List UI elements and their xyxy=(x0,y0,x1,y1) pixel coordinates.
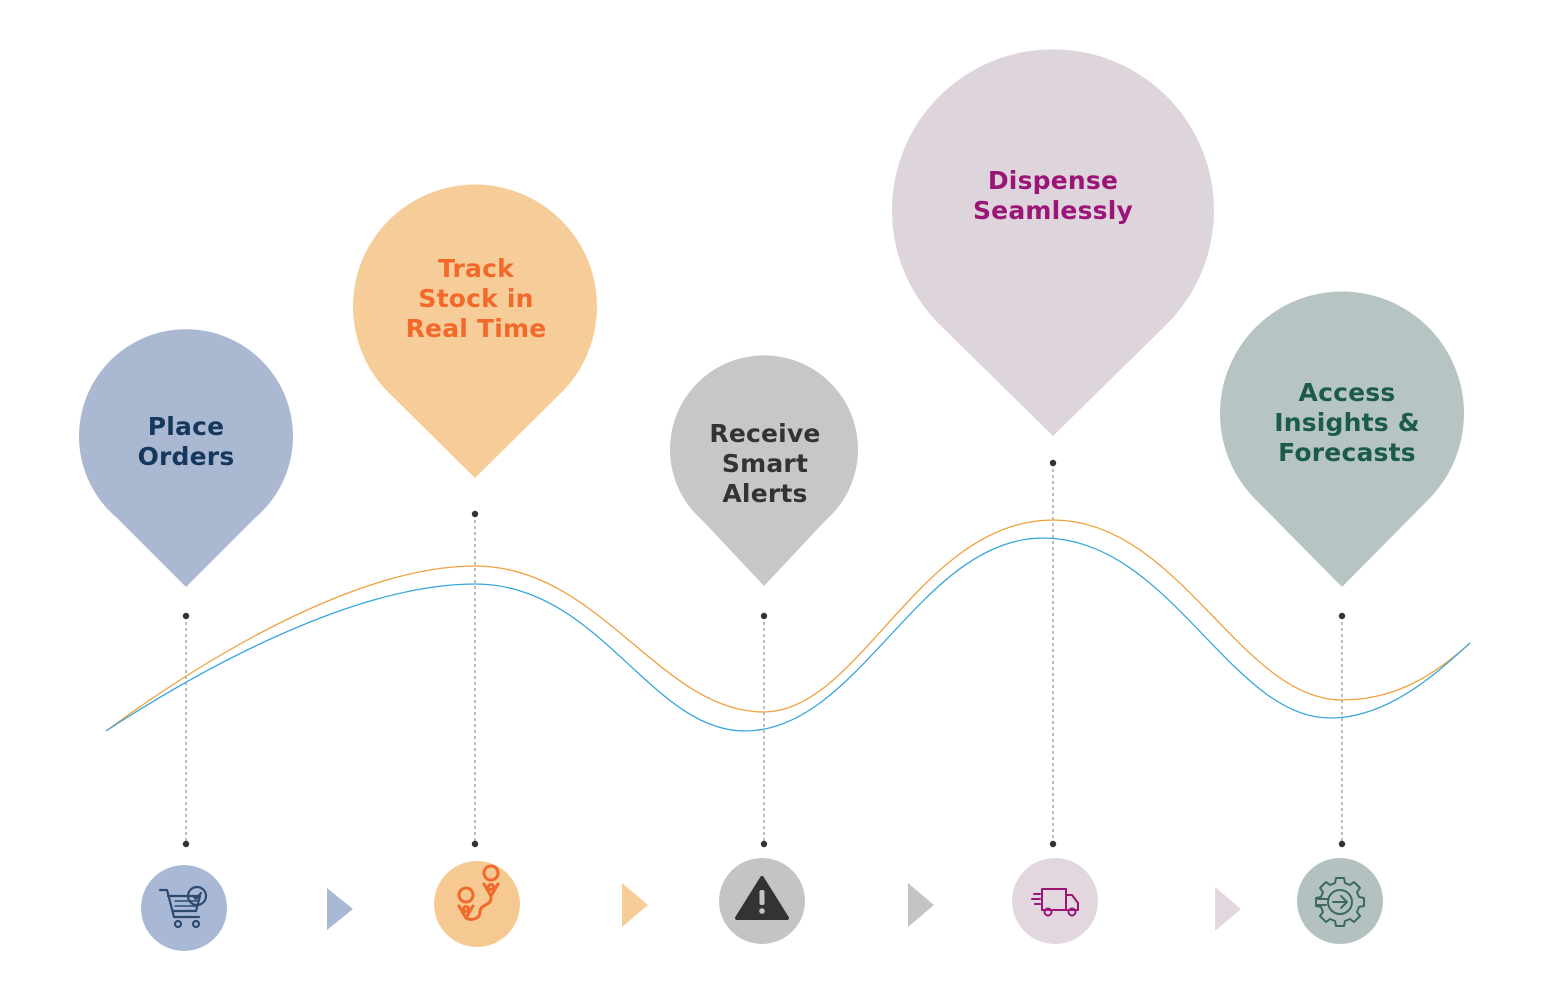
label-line: Track xyxy=(438,254,514,283)
label-line: Alerts xyxy=(722,479,808,508)
guide-dot-top-2 xyxy=(471,510,479,518)
guide-dot-bottom-5 xyxy=(1338,840,1346,848)
label-line: Insights & xyxy=(1274,408,1420,437)
pin-shape-5 xyxy=(1219,291,1464,587)
arrow-1 xyxy=(327,888,353,930)
label-line: Seamlessly xyxy=(972,196,1134,225)
guide-dot-bottom-3 xyxy=(760,840,768,848)
label-dispense: Dispense Seamlessly xyxy=(933,166,1173,226)
arrow-3 xyxy=(908,883,934,927)
label-line: Receive xyxy=(709,419,821,448)
pin-place-orders xyxy=(79,329,293,587)
pin-receive-alerts xyxy=(669,355,858,586)
pin-shape-2 xyxy=(353,184,597,478)
icon-circle-1 xyxy=(141,865,227,951)
pin-shape-1 xyxy=(79,329,293,587)
icon-circle-2 xyxy=(434,861,520,947)
label-line: Place xyxy=(147,412,225,441)
arrow-2 xyxy=(622,883,648,927)
pin-shape-4 xyxy=(891,49,1215,436)
guide-dot-top-4 xyxy=(1049,459,1057,467)
guide-dot-top-5 xyxy=(1338,612,1346,620)
label-receive-alerts: Receive Smart Alerts xyxy=(679,419,851,509)
label-line: Real Time xyxy=(405,314,547,343)
guide-dots xyxy=(182,459,1346,848)
label-line: Dispense xyxy=(987,166,1119,195)
label-track-stock: Track Stock in Real Time xyxy=(376,254,576,344)
label-place-orders: Place Orders xyxy=(96,412,276,472)
guide-dot-top-3 xyxy=(760,612,768,620)
label-line: Access xyxy=(1298,378,1396,407)
guide-dot-top-1 xyxy=(182,612,190,620)
guide-dot-bottom-2 xyxy=(471,840,479,848)
icon-circle-4 xyxy=(1012,858,1098,944)
pin-insights xyxy=(1219,291,1464,587)
wave-line-orange xyxy=(105,519,1471,732)
arrow-4 xyxy=(1215,887,1241,931)
pin-dispense xyxy=(891,49,1215,436)
wave-line-blue xyxy=(105,537,1471,732)
pin-track-stock xyxy=(353,184,597,478)
shopping-cart-check-icon xyxy=(158,885,208,929)
guide-dot-bottom-4 xyxy=(1049,840,1057,848)
warning-triangle-icon xyxy=(735,876,789,920)
guide-dot-bottom-1 xyxy=(182,840,190,848)
label-line: Smart xyxy=(721,449,809,478)
label-insights: Access Insights & Forecasts xyxy=(1237,378,1457,468)
label-line: Forecasts xyxy=(1278,438,1416,467)
route-pins-icon xyxy=(457,864,500,921)
delivery-truck-icon xyxy=(1031,888,1079,917)
label-line: Orders xyxy=(137,442,235,471)
label-line: Stock in xyxy=(418,284,534,313)
gear-arrow-icon xyxy=(1315,877,1365,927)
guide-lines xyxy=(185,463,1343,844)
pin-shape-3 xyxy=(669,355,858,586)
